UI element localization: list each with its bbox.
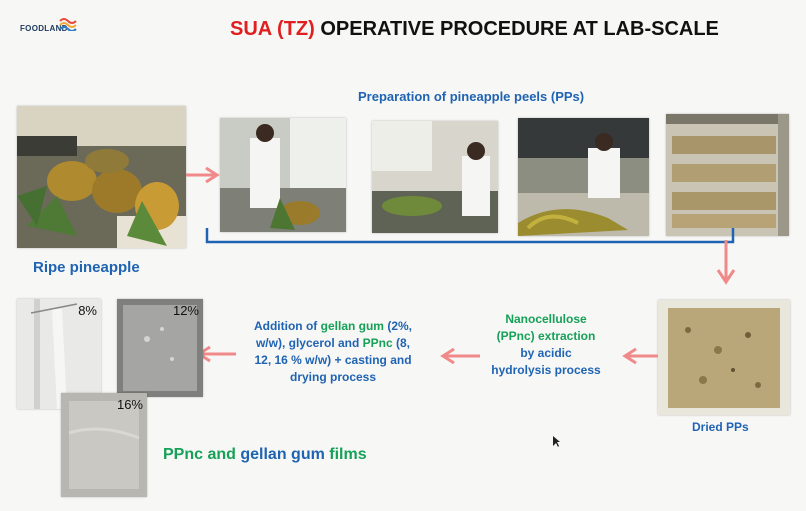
prep-bracket bbox=[205, 228, 735, 244]
film-12-photo: 12% bbox=[117, 299, 203, 397]
arrow-left-icon bbox=[440, 347, 480, 365]
addition-line-4: drying process bbox=[289, 370, 377, 384]
extraction-step-text: Nanocellulose (PPnc) extraction by acidi… bbox=[476, 311, 616, 379]
prep-step-photo-1 bbox=[220, 118, 346, 232]
prep-step-photo-4 bbox=[666, 114, 789, 236]
prep-step-photo-3 bbox=[518, 118, 649, 236]
film-16-photo: 16% bbox=[61, 393, 147, 497]
ripe-pineapple-label: Ripe pineapple bbox=[33, 259, 140, 276]
title-prefix: SUA (TZ) bbox=[230, 18, 315, 40]
film-12-percent: 12% bbox=[172, 303, 199, 318]
addition-line-2: w/w), glycerol and PPnc (8, bbox=[255, 336, 411, 350]
arrow-left-icon bbox=[622, 347, 658, 365]
extraction-line-1: Nanocellulose bbox=[505, 312, 587, 326]
addition-line-3: 12, 16 % w/w) + casting and bbox=[254, 353, 412, 367]
dried-pp-label: Dried PPs bbox=[692, 420, 749, 434]
page-title: SUA (TZ) OPERATIVE PROCEDURE AT LAB-SCAL… bbox=[230, 18, 719, 41]
foodland-logo-text: FOODLAND bbox=[20, 24, 68, 33]
addition-step-text: Addition of gellan gum (2%, w/w), glycer… bbox=[232, 318, 434, 386]
foodland-wave-icon bbox=[59, 18, 77, 31]
film-8-photo: 8% bbox=[17, 299, 101, 409]
film-16-percent: 16% bbox=[116, 397, 143, 412]
extraction-line-2: (PPnc) extraction bbox=[496, 329, 596, 343]
title-rest: OPERATIVE PROCEDURE AT LAB-SCALE bbox=[314, 18, 719, 40]
preparation-label: Preparation of pineapple peels (PPs) bbox=[358, 89, 585, 104]
extraction-line-4: hydrolysis process bbox=[491, 363, 601, 377]
ripe-pineapple-photo bbox=[17, 106, 186, 248]
film-8-percent: 8% bbox=[78, 303, 97, 318]
prep-step-photo-2 bbox=[372, 121, 498, 233]
extraction-line-3: by acidic bbox=[520, 346, 572, 360]
dried-pp-photo bbox=[658, 300, 790, 415]
arrow-right-icon bbox=[186, 166, 220, 184]
mouse-cursor-icon bbox=[553, 436, 560, 447]
addition-line-1: Addition of gellan gum (2%, bbox=[253, 319, 412, 333]
films-label: PPnc and gellan gum films bbox=[163, 446, 367, 463]
arrow-down-icon bbox=[716, 240, 736, 285]
